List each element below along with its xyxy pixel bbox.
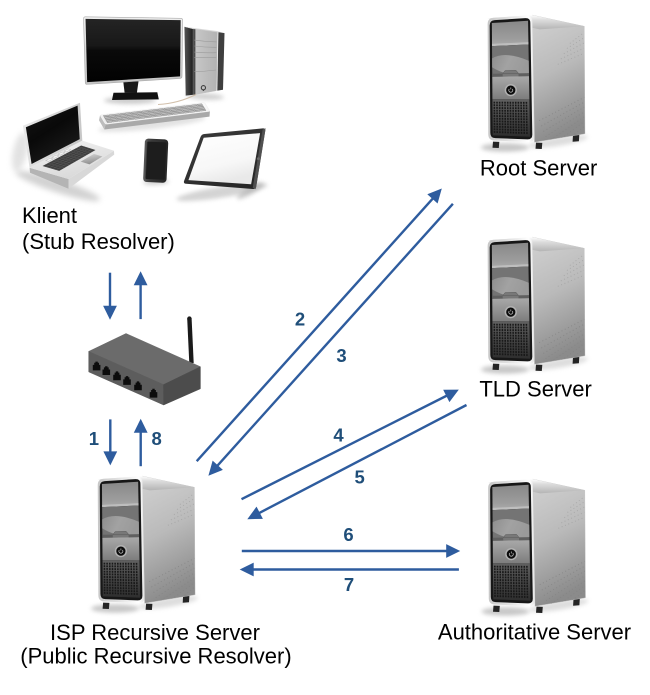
svg-text:4: 4: [333, 424, 344, 445]
svg-text:5: 5: [354, 466, 364, 487]
svg-text:1: 1: [89, 428, 99, 449]
svg-text:2: 2: [295, 308, 305, 329]
svg-text:8: 8: [152, 428, 162, 449]
svg-text:Authoritative Server: Authoritative Server: [438, 620, 631, 645]
svg-text:6: 6: [343, 524, 353, 545]
svg-text:7: 7: [344, 574, 354, 595]
svg-text:Root Server: Root Server: [480, 156, 597, 181]
svg-text:(Public Recursive Resolver): (Public Recursive Resolver): [20, 644, 291, 669]
svg-text:ISP Recursive Server: ISP Recursive Server: [50, 620, 260, 645]
svg-text:3: 3: [336, 345, 346, 366]
svg-text:Klient: Klient: [22, 203, 77, 228]
svg-text:TLD Server: TLD Server: [479, 377, 591, 402]
svg-text:(Stub Resolver): (Stub Resolver): [22, 229, 175, 254]
